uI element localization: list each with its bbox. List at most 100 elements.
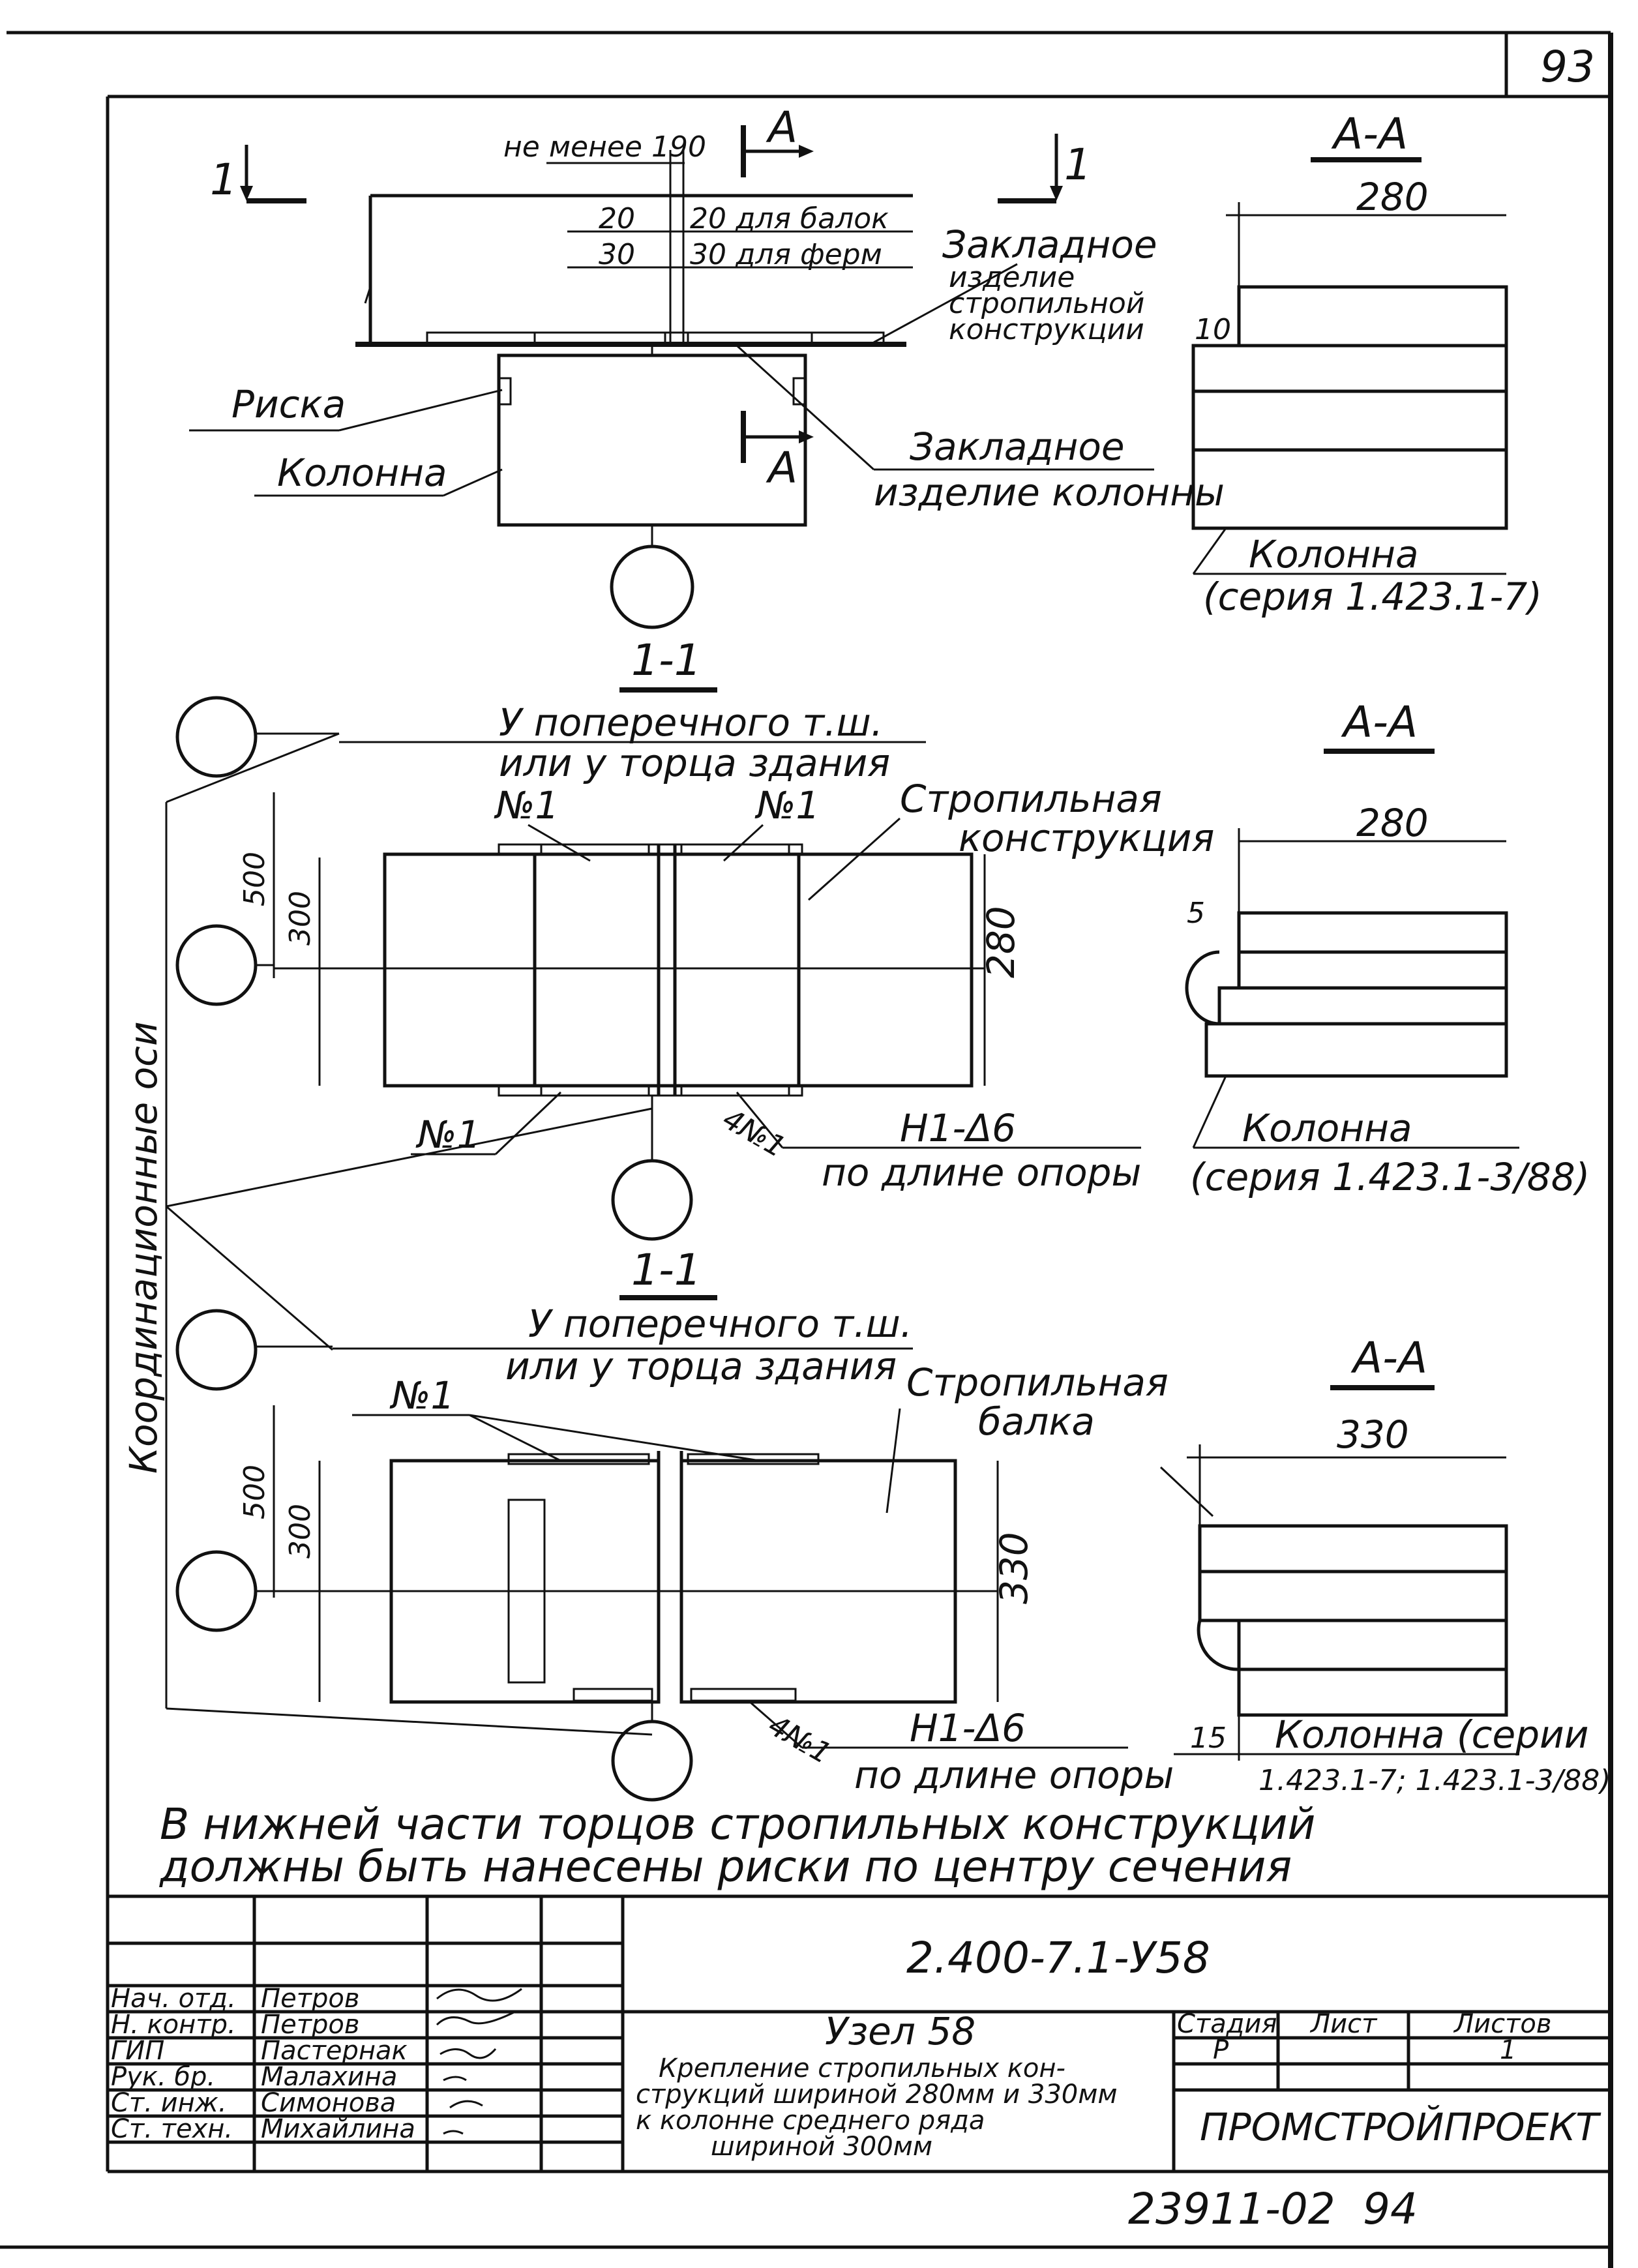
label-column: Колонна bbox=[254, 451, 503, 497]
section-mark-1-left: 1 bbox=[210, 145, 306, 205]
svg-text:не менее 190: не менее 190 bbox=[503, 130, 706, 164]
sheets-header: Листов bbox=[1453, 2009, 1551, 2039]
note-line-2: должны быть нанесены риски по центру сеч… bbox=[159, 1842, 1292, 1892]
axis-label-vertical: Координационные оси bbox=[121, 1021, 166, 1474]
column-top-view bbox=[497, 344, 807, 629]
coordination-axes: Координационные оси bbox=[121, 696, 653, 1736]
name-4: Симонова bbox=[261, 2088, 396, 2118]
node-title: Узел 58 bbox=[825, 2009, 975, 2053]
top-plan-view: 1 1 А А не менее 190 bbox=[189, 102, 1225, 629]
embedded-plate-top bbox=[355, 331, 906, 347]
dim-20-right: 20 для балок bbox=[690, 202, 889, 235]
section-11-2-beam2: балка bbox=[978, 1399, 1095, 1444]
section-11-2-4n1: 4№1 bbox=[763, 1708, 837, 1770]
svg-text:Колонна: Колонна bbox=[277, 451, 447, 495]
svg-text:конструкции: конструкции bbox=[949, 313, 1144, 346]
section-mark-1-right: 1 bbox=[998, 134, 1092, 203]
role-4: Ст. инж. bbox=[111, 2088, 227, 2118]
axis-bubble-2 bbox=[175, 924, 258, 1006]
section-aa-2-column: Колонна bbox=[1242, 1106, 1412, 1150]
section-11-1-dim500: 500 bbox=[238, 852, 271, 906]
svg-text:Риска: Риска bbox=[231, 382, 346, 426]
name-2: Пастернак bbox=[261, 2036, 408, 2066]
section-11-1-title: 1-1 bbox=[631, 635, 702, 685]
svg-text:1: 1 bbox=[210, 155, 237, 205]
axis-bubble-1 bbox=[175, 696, 258, 778]
role-5: Ст. техн. bbox=[111, 2114, 233, 2144]
section-aa-2-series: (серия 1.423.1-3/88) bbox=[1190, 1155, 1590, 1199]
label-embedded-column: Закладное изделие колонны bbox=[736, 344, 1225, 515]
doc-code: 2.400-7.1-У58 bbox=[906, 1933, 1210, 1983]
svg-text:А: А bbox=[766, 443, 797, 493]
page-number: 93 bbox=[1540, 42, 1595, 92]
section-aa-1-title: А-А bbox=[1331, 109, 1408, 159]
name-5: Михайлина bbox=[261, 2114, 415, 2144]
section-11-2-n1: №1 bbox=[389, 1373, 454, 1418]
section-11-2-weld-note: по длине опоры bbox=[854, 1753, 1174, 1797]
axis-bubble-3 bbox=[175, 1309, 258, 1391]
truss-outline-top bbox=[364, 194, 913, 342]
section-11-2: 1-1 У поперечного т.ш. или у торца здани… bbox=[238, 1245, 1174, 1802]
section-aa-2-width: 280 bbox=[1356, 801, 1429, 845]
node-desc-1: Крепление стропильных кон- bbox=[659, 2053, 1065, 2083]
section-aa-3-width: 330 bbox=[1337, 1412, 1409, 1457]
section-aa-3: А-А 330 15 Колонна (серии 1.423.1-7; 1.4… bbox=[1159, 1333, 1611, 1797]
node-desc-2: струкций шириной 280мм и 330мм bbox=[636, 2080, 1118, 2110]
label-risk: Риска bbox=[189, 382, 503, 432]
inventory-page: 94 bbox=[1363, 2184, 1418, 2234]
note-line-1: В нижней части торцов стропильных констр… bbox=[160, 1799, 1315, 1849]
node-desc-3: к колонне среднего ряда bbox=[636, 2106, 985, 2136]
section-aa-3-title: А-А bbox=[1350, 1333, 1427, 1383]
section-11-1-note2: или у торца здания bbox=[499, 741, 890, 785]
section-aa-1: А-А 280 10 Колонна (серия 1.423.1-7) bbox=[1191, 109, 1542, 619]
section-11-1-n1-right: №1 bbox=[754, 783, 820, 828]
stage-header: Стадия bbox=[1177, 2009, 1277, 2039]
axis-bubble-top bbox=[610, 545, 694, 629]
node-desc-4: шириной 300мм bbox=[711, 2132, 932, 2162]
section-11-2-note2: или у торца здания bbox=[505, 1344, 897, 1388]
section-11-1-truss1: Стропильная bbox=[900, 777, 1162, 821]
sheets-value: 1 bbox=[1500, 2035, 1516, 2065]
svg-text:Закладное: Закладное bbox=[910, 425, 1125, 469]
title-block: 2.400-7.1-У58 Узел 58 Крепление стропиль… bbox=[108, 1894, 1611, 2171]
name-0: Петров bbox=[261, 1984, 359, 2014]
section-aa-3-series: 1.423.1-7; 1.423.1-3/88) bbox=[1258, 1764, 1611, 1797]
axis-bubble-4 bbox=[175, 1550, 258, 1632]
section-11-2-dim330: 330 bbox=[992, 1532, 1036, 1604]
role-2: ГИП bbox=[111, 2036, 164, 2066]
section-11-2-beam1: Стропильная bbox=[906, 1360, 1169, 1405]
section-aa-1-width: 280 bbox=[1356, 175, 1429, 219]
section-11-1-dim280: 280 bbox=[979, 906, 1023, 978]
svg-text:Закладное: Закладное bbox=[942, 222, 1157, 267]
sheet-header: Лист bbox=[1309, 2009, 1378, 2039]
role-0: Нач. отд. bbox=[111, 1984, 236, 2014]
dim-20-left: 20 bbox=[599, 202, 635, 235]
inventory-number: 23911-02 bbox=[1128, 2184, 1335, 2234]
section-11-1-dim300: 300 bbox=[284, 891, 317, 946]
section-mark-a-bottom: А bbox=[741, 411, 814, 493]
section-11-1-weld-note: по длине опоры bbox=[822, 1150, 1141, 1195]
section-aa-2-dim5: 5 bbox=[1187, 897, 1205, 930]
section-11-2-note1: У поперечного т.ш. bbox=[528, 1302, 912, 1346]
section-aa-2: А-А 280 5 Колонна (серия 1.423.1-3/88) bbox=[1185, 697, 1590, 1199]
svg-text:стропильной: стропильной bbox=[949, 287, 1144, 320]
section-11-2-weld: Н1-Δ6 bbox=[910, 1706, 1026, 1750]
section-aa-1-series: (серия 1.423.1-7) bbox=[1203, 574, 1542, 619]
role-1: Н. контр. bbox=[111, 2010, 236, 2040]
section-aa-3-dim15: 15 bbox=[1190, 1722, 1227, 1755]
signatures bbox=[436, 1988, 522, 2135]
dim-30-left: 30 bbox=[599, 238, 635, 271]
section-11-1-note1: У поперечного т.ш. bbox=[499, 700, 883, 745]
section-11-1: 1-1 У поперечного т.ш. или у торца здани… bbox=[238, 635, 1214, 1241]
name-1: Петров bbox=[261, 2010, 359, 2040]
dim-30-right: 30 для ферм bbox=[690, 238, 882, 271]
section-aa-3-column: Колонна (серии bbox=[1275, 1712, 1588, 1757]
section-mark-a-top: А bbox=[741, 102, 814, 177]
section-11-1-n1-left: №1 bbox=[494, 783, 559, 828]
name-3: Малахина bbox=[261, 2062, 397, 2092]
dim-min-190: не менее 190 bbox=[503, 130, 706, 342]
label-embedded-truss: Закладное изделие стропильной конструкци… bbox=[873, 222, 1157, 346]
section-aa-1-column: Колонна bbox=[1249, 532, 1419, 576]
section-aa-1-dim10: 10 bbox=[1195, 313, 1231, 346]
